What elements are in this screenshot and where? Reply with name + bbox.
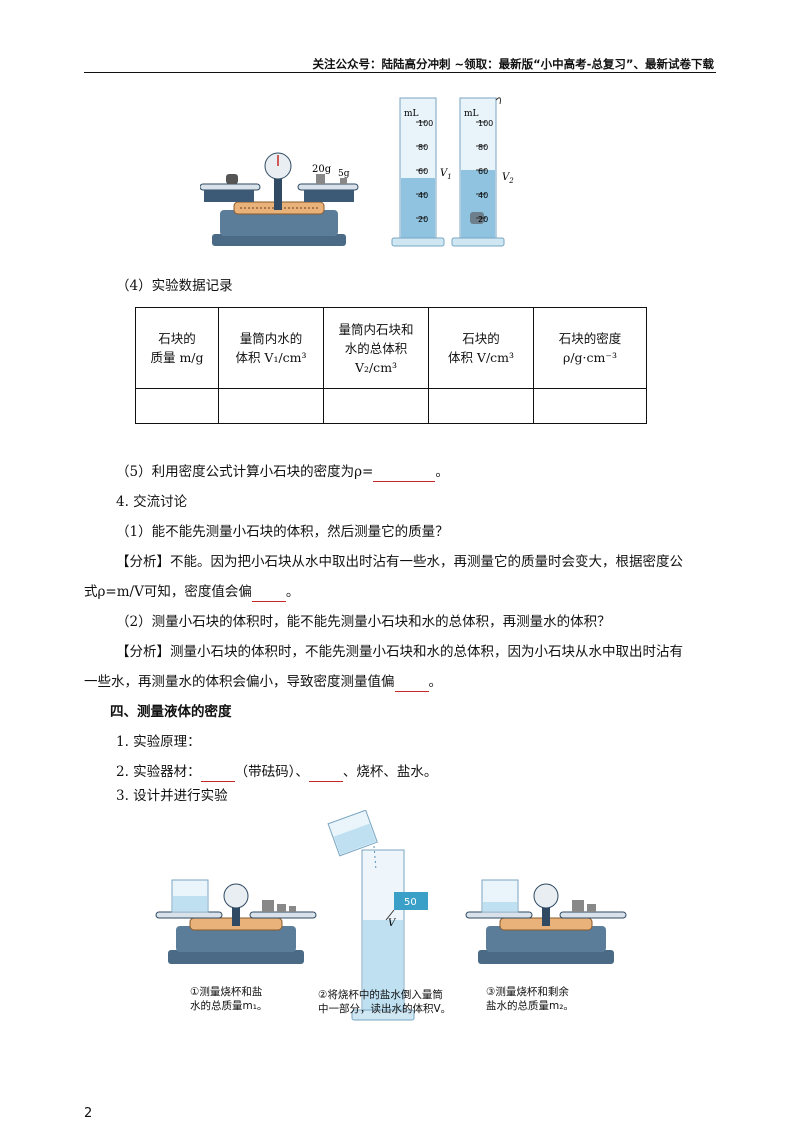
discussion-a2-line1: 【分析】测量小石块的体积时，不能先测量小石块和水的总体积，因为小石块从水中取出时…: [116, 644, 683, 660]
cylinder1-unit: mL: [404, 109, 419, 119]
cylinder-v1-ticks: [416, 121, 426, 219]
caption-step3: ③测量烧杯和剩余 盐水的总质量m₂。: [486, 986, 574, 1012]
table-cell: [428, 388, 534, 424]
cylinder1-tick-60: 60: [418, 167, 428, 176]
cylinder2-tick-40: 40: [478, 191, 488, 200]
cylinder2-tick-80: 80: [478, 143, 488, 152]
blank-equipment-2[interactable]: [308, 765, 343, 782]
caption-step1: ①测量烧杯和盐 水的总质量m₁。: [190, 986, 268, 1012]
page-header: 关注公众号：陆陆高分冲刺 ~领取：最新版“小中高考-总复习”、最新试卷下载: [312, 57, 714, 71]
cylinder-reading-display: 50: [404, 897, 417, 908]
discussion-title: 4. 交流讨论: [116, 494, 188, 510]
table-cell: [135, 388, 219, 424]
cylinder1-tick-100: 100: [418, 119, 433, 128]
v2-label: V: [502, 172, 511, 183]
header-divider: [84, 72, 716, 74]
svg-text:V1: V1: [440, 168, 452, 181]
table-cell: [218, 388, 324, 424]
discussion-a2-line2: 一些水，再测量水的体积会偏小，导致密度测量值偏。: [84, 674, 442, 692]
discussion-a1-line1: 【分析】不能。因为把小石块从水中取出时沾有一些水，再测量它的质量时会变大，根据密…: [116, 554, 683, 570]
v2-subscript: 2: [508, 177, 514, 185]
v1-label: V: [440, 168, 449, 179]
discussion-a1-line2: 式ρ=m/V可知，密度值会偏。: [84, 584, 300, 602]
section4-procedure: 3. 设计并进行实验: [116, 788, 228, 804]
section4-equipment: 2. 实验器材：（带砝码）、、烧杯、盐水。: [116, 764, 438, 782]
v1-subscript: 1: [447, 173, 451, 181]
section4-principle: 1. 实验原理：: [116, 734, 201, 750]
cylinder-v2-ticks: [476, 121, 486, 219]
caption-step2: ②将烧杯中的盐水倒入量筒 中一部分，读出水的体积V。: [318, 989, 452, 1015]
table-header-cell: 石块的质量 m/g: [135, 307, 219, 389]
svg-text:V2: V2: [502, 172, 514, 185]
section4-title: 四、测量液体的密度: [110, 704, 232, 720]
cylinder1-tick-40: 40: [418, 191, 428, 200]
weight-20g-label: 20g: [312, 164, 332, 175]
table-cell: [533, 388, 647, 424]
blank-density-answer[interactable]: [373, 465, 436, 482]
cylinder1-tick-20: 20: [418, 215, 428, 224]
blank-density-bias-2[interactable]: [394, 675, 429, 692]
discussion-q2: （2）测量小石块的体积时，能不能先测量小石块和水的总体积，再测量水的体积？: [116, 614, 611, 630]
blank-density-bias-1[interactable]: [251, 585, 286, 602]
step5-line: （5）利用密度公式计算小石块的密度为ρ=。: [116, 464, 449, 482]
balance-illustration: [200, 152, 359, 246]
step4-heading: （4）实验数据记录: [116, 278, 233, 294]
page-number: 2: [84, 1106, 93, 1121]
cylinder2-unit: mL: [464, 109, 479, 119]
discussion-q1: （1）能不能先测量小石块的体积，然后测量它的质量？: [116, 524, 449, 540]
table-cell: [323, 388, 429, 424]
table-header-cell: 石块的体积 V/cm³: [428, 307, 534, 389]
figure-liquid-density-steps: 50 V: [155, 810, 627, 1021]
cylinder2-tick-60: 60: [478, 167, 488, 176]
cylinder2-tick-100: 100: [478, 119, 493, 128]
weight-5g-label: 5g: [338, 169, 350, 179]
cylinder-volume-label: V: [388, 918, 397, 929]
cylinder2-tick-20: 20: [478, 215, 488, 224]
table-row: [135, 388, 647, 424]
table-header-cell: 量筒内水的体积 V₁/cm³: [218, 307, 324, 389]
balance-with-beaker-step3: [465, 879, 627, 964]
figure-balance-and-cylinders: 20g 5g mL 100 80 60 40 20 V1 mL 100 80 6…: [200, 97, 514, 247]
cylinder1-tick-80: 80: [418, 143, 428, 152]
balance-with-beaker-step1: [155, 879, 317, 964]
blank-equipment-1[interactable]: [200, 765, 235, 782]
cylinder-with-pouring-beaker: [327, 810, 428, 1021]
